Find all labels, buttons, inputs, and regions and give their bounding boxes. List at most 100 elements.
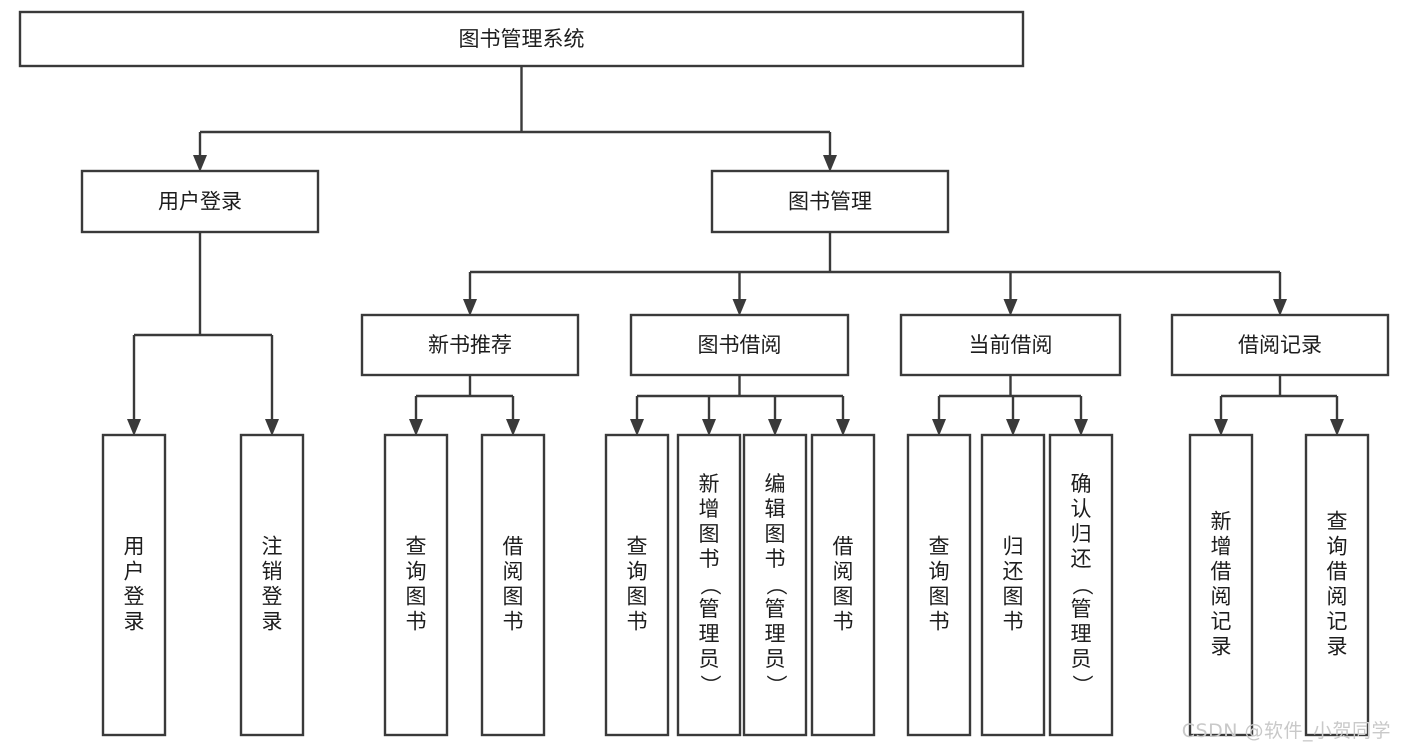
svg-text:书: 书	[765, 547, 786, 571]
svg-text:登: 登	[124, 585, 145, 609]
arrow-head-icon	[193, 155, 207, 172]
svg-text:管: 管	[1071, 597, 1092, 621]
arrow-head-icon	[1006, 419, 1020, 436]
svg-text:借: 借	[1211, 560, 1232, 584]
node-new-book-recommend[interactable]: 新书推荐	[360, 313, 580, 377]
node-rect	[980, 433, 1046, 737]
arrow-head-icon	[1330, 419, 1344, 436]
node-rect	[1048, 433, 1114, 737]
svg-text:借: 借	[1327, 560, 1348, 584]
svg-text:注: 注	[262, 535, 283, 559]
node-rect	[629, 313, 850, 377]
node-rect	[1170, 313, 1390, 377]
svg-text:录: 录	[262, 610, 283, 634]
node-rect	[906, 433, 972, 737]
svg-text:询: 询	[929, 560, 950, 584]
svg-text:理: 理	[1071, 622, 1092, 646]
svg-text:书: 书	[1003, 610, 1024, 634]
arrow-head-icon	[506, 419, 520, 436]
svg-text:录: 录	[1211, 635, 1232, 659]
node-label: 用户登录	[124, 535, 145, 634]
node-user-login[interactable]: 用户登录	[80, 169, 320, 234]
svg-text:新: 新	[1211, 510, 1232, 534]
svg-text:图: 图	[765, 522, 786, 546]
node-book-manage[interactable]: 图书管理	[710, 169, 950, 234]
node-label: 用户登录	[158, 190, 242, 214]
svg-text:阅: 阅	[1327, 585, 1348, 609]
svg-text:归: 归	[1003, 535, 1024, 559]
svg-text:增: 增	[699, 497, 720, 521]
svg-text:书: 书	[627, 610, 648, 634]
node-current-borrow[interactable]: 当前借阅	[899, 313, 1122, 377]
svg-text:阅: 阅	[833, 560, 854, 584]
arrow-head-icon	[702, 419, 716, 436]
svg-text:）: ）	[698, 675, 722, 696]
svg-text:用: 用	[124, 535, 145, 559]
svg-text:借: 借	[503, 535, 524, 559]
svg-text:管: 管	[765, 597, 786, 621]
svg-text:书: 书	[699, 547, 720, 571]
svg-text:记: 记	[1211, 610, 1232, 634]
node-rect	[80, 169, 320, 234]
node-label: 借阅记录	[1238, 333, 1322, 357]
svg-text:询: 询	[627, 560, 648, 584]
node-rect	[360, 313, 580, 377]
node-rect	[604, 433, 670, 737]
node-leaf-user-login[interactable]: 用户登录	[101, 433, 167, 737]
svg-text:书: 书	[503, 610, 524, 634]
node-rect	[810, 433, 876, 737]
arrow-head-icon	[265, 419, 279, 436]
node-book-borrow[interactable]: 图书借阅	[629, 313, 850, 377]
node-rect	[742, 433, 808, 737]
arrow-head-icon	[1273, 299, 1287, 316]
node-borrow-record[interactable]: 借阅记录	[1170, 313, 1390, 377]
svg-text:图: 图	[503, 585, 524, 609]
svg-text:还: 还	[1071, 547, 1092, 571]
svg-text:借: 借	[833, 535, 854, 559]
svg-text:销: 销	[262, 560, 283, 584]
svg-text:户: 户	[124, 560, 145, 584]
node-label: 图书管理	[788, 190, 872, 214]
svg-text:图: 图	[627, 585, 648, 609]
arrow-head-icon	[768, 419, 782, 436]
svg-text:认: 认	[1071, 497, 1092, 521]
svg-text:理: 理	[699, 622, 720, 646]
svg-text:阅: 阅	[1211, 585, 1232, 609]
svg-text:记: 记	[1327, 610, 1348, 634]
svg-text:书: 书	[929, 610, 950, 634]
arrow-head-icon	[836, 419, 850, 436]
svg-text:图: 图	[929, 585, 950, 609]
svg-text:录: 录	[124, 610, 145, 634]
svg-text:查: 查	[929, 535, 950, 559]
svg-text:确: 确	[1071, 472, 1092, 496]
svg-text:员: 员	[765, 647, 786, 671]
node-root-root[interactable]: 图书管理系统	[18, 10, 1025, 68]
arrow-head-icon	[630, 419, 644, 436]
svg-text:理: 理	[765, 622, 786, 646]
svg-text:询: 询	[406, 560, 427, 584]
svg-text:员: 员	[1071, 647, 1092, 671]
node-rect	[480, 433, 546, 737]
node-rect	[1304, 433, 1370, 737]
svg-text:询: 询	[1327, 535, 1348, 559]
arrow-head-icon	[1074, 419, 1088, 436]
